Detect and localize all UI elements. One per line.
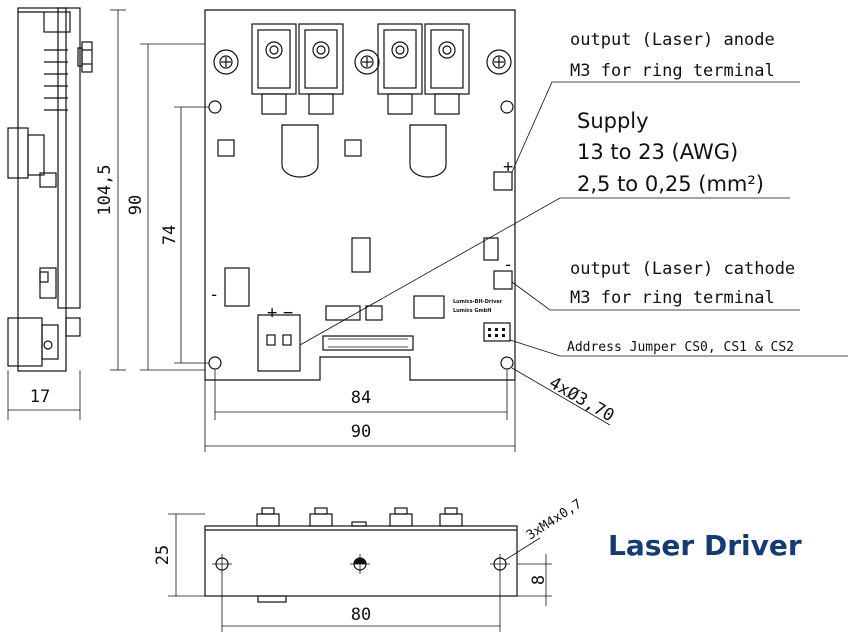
dim-hole-diameter: 4xØ3,70: [546, 373, 618, 426]
product-title: Laser Driver: [608, 529, 802, 562]
screw-icon: [486, 49, 512, 75]
transistor: [298, 23, 344, 115]
terminal-plus-mark: +: [267, 303, 277, 323]
jumper-label: Address Jumper CS0, CS1 & CS2: [567, 340, 794, 355]
dim-thread: 3xM4x0,7: [524, 497, 585, 544]
transistor: [377, 23, 423, 115]
dimension-lines: [7, 9, 516, 452]
transistor: [251, 23, 297, 115]
board-top-view: + - + − - Lumics-BH-Driver Lumics GmbH: [204, 9, 516, 381]
minus-mark: -: [503, 255, 513, 275]
dim-board-width: 90: [351, 422, 371, 442]
dim-board-height: 90: [126, 195, 146, 215]
side-view: [7, 7, 93, 372]
dim-hole-spacing-h: 84: [351, 388, 371, 408]
supply-label-line1: Supply: [577, 109, 649, 133]
cathode-label-line1: output (Laser) cathode: [570, 259, 795, 279]
dim-side-thickness: 17: [30, 387, 50, 407]
anode-label-line2: M3 for ring terminal: [570, 61, 775, 81]
anode-label-line1: output (Laser) anode: [570, 30, 775, 50]
silk-label-line1: Lumics-BH-Driver: [453, 299, 503, 305]
dim-side-height: 104,5: [95, 164, 115, 215]
transistor: [424, 23, 470, 115]
dim-thread-height: 8: [529, 575, 549, 585]
terminal-minus-mark: −: [283, 303, 293, 323]
dim-bottom-height: 25: [153, 545, 173, 565]
silk-label-line2: Lumics GmbH: [453, 308, 491, 314]
bottom-view: [168, 507, 552, 632]
left-minus-mark: -: [209, 285, 219, 305]
plus-mark: +: [503, 157, 513, 177]
dim-bottom-width: 80: [351, 605, 371, 625]
dim-hole-spacing-v: 74: [160, 225, 180, 245]
leader-lines: [299, 81, 848, 426]
supply-label-line2: 13 to 23 (AWG): [577, 140, 738, 164]
screw-icon: [354, 49, 380, 75]
cathode-label-line2: M3 for ring terminal: [570, 288, 775, 308]
screw-icon: [213, 49, 239, 75]
supply-label-line3: 2,5 to 0,25 (mm²): [577, 172, 764, 196]
